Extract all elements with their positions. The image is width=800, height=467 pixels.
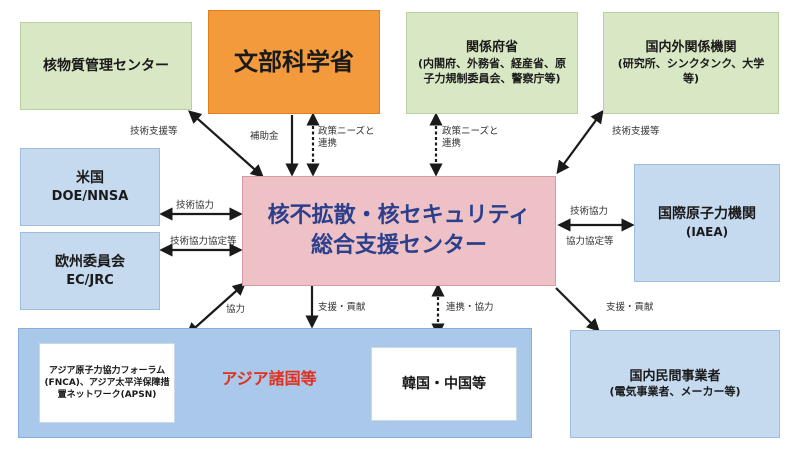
ministries-detail: (内閣府、外務省、経産省、原子力規制委員会、警察庁等) <box>417 56 567 85</box>
label-coop-us: 技術協力 <box>176 200 215 211</box>
domestic-foreign-title: 国内外関係機関 <box>645 40 737 56</box>
ministries-title: 関係府省 <box>465 40 518 56</box>
label-policy-needs-ministries: 政策ニーズと 連携 <box>442 126 499 149</box>
arrow-private-support <box>555 287 600 332</box>
arrow-nmcc-center <box>188 110 264 178</box>
korea-china-box: 韓国・中国等 <box>371 347 517 421</box>
arrow-asia-coop <box>186 282 246 336</box>
us-detail: DOE/NNSA <box>51 188 129 204</box>
nuclear-material-center-box: 核物質管理センター <box>20 22 192 110</box>
korea-china-label: 韓国・中国等 <box>402 375 486 392</box>
fnca-apsn-box: アジア原子力協力フォーラム(FNCA)、アジア太平洋保障措置ネットワーク(APS… <box>39 343 175 423</box>
center-box: 核不拡散・核セキュリティ 総合支援センター <box>242 176 556 286</box>
label-asia-support: 支援・貢献 <box>318 302 366 313</box>
label-asia-coop: 協力 <box>226 304 246 315</box>
asia-box: アジア原子力協力フォーラム(FNCA)、アジア太平洋保障措置ネットワーク(APS… <box>18 328 532 438</box>
domestic-foreign-box: 国内外関係機関 (研究所、シンクタンク、大学等) <box>603 12 779 114</box>
mext-label: 文部科学省 <box>234 47 354 76</box>
iaea-title: 国際原子力機関 <box>658 206 756 223</box>
label-coop-eu: 技術協力協定等 <box>170 236 237 247</box>
ministries-box: 関係府省 (内閣府、外務省、経産省、原子力規制委員会、警察庁等) <box>406 12 578 114</box>
iaea-detail: (IAEA) <box>685 225 729 240</box>
asia-title-wrap: アジア諸国等 <box>179 349 359 409</box>
iaea-box: 国際原子力機関 (IAEA) <box>634 164 780 282</box>
us-box: 米国 DOE/NNSA <box>20 148 160 226</box>
label-private-support: 支援・貢献 <box>606 302 654 313</box>
asia-title: アジア諸国等 <box>221 369 317 389</box>
label-coop-iaea: 技術協力 <box>570 206 609 217</box>
arrow-domestic-center <box>556 109 604 175</box>
mext-box: 文部科学省 <box>208 10 380 114</box>
private-detail: (電気事業者、メーカー等) <box>609 385 741 399</box>
label-tech-support-right: 技術支援等 <box>612 126 660 137</box>
private-box: 国内民間事業者 (電気事業者、メーカー等) <box>570 330 780 438</box>
center-line1: 核不拡散・核セキュリティ <box>267 203 531 229</box>
private-title: 国内民間事業者 <box>629 368 721 384</box>
nuclear-material-center-label: 核物質管理センター <box>43 57 169 74</box>
label-tech-support-left: 技術支援等 <box>130 126 178 137</box>
domestic-foreign-detail: (研究所、シンクタンク、大学等) <box>617 56 765 85</box>
eu-box: 欧州委員会 EC/JRC <box>20 232 160 310</box>
eu-detail: EC/JRC <box>66 272 114 288</box>
fnca-apsn-label: アジア原子力協力フォーラム(FNCA)、アジア太平洋保障措置ネットワーク(APS… <box>44 365 170 401</box>
label-korea-coop: 連携・協力 <box>446 302 494 313</box>
label-subsidy: 補助金 <box>250 131 279 142</box>
label-coop-iaea2: 協力協定等 <box>566 236 614 247</box>
eu-title: 欧州委員会 <box>55 253 125 270</box>
label-policy-needs-mext: 政策ニーズと 連携 <box>318 126 375 149</box>
us-title: 米国 <box>76 169 104 186</box>
center-line2: 総合支援センター <box>310 233 487 258</box>
